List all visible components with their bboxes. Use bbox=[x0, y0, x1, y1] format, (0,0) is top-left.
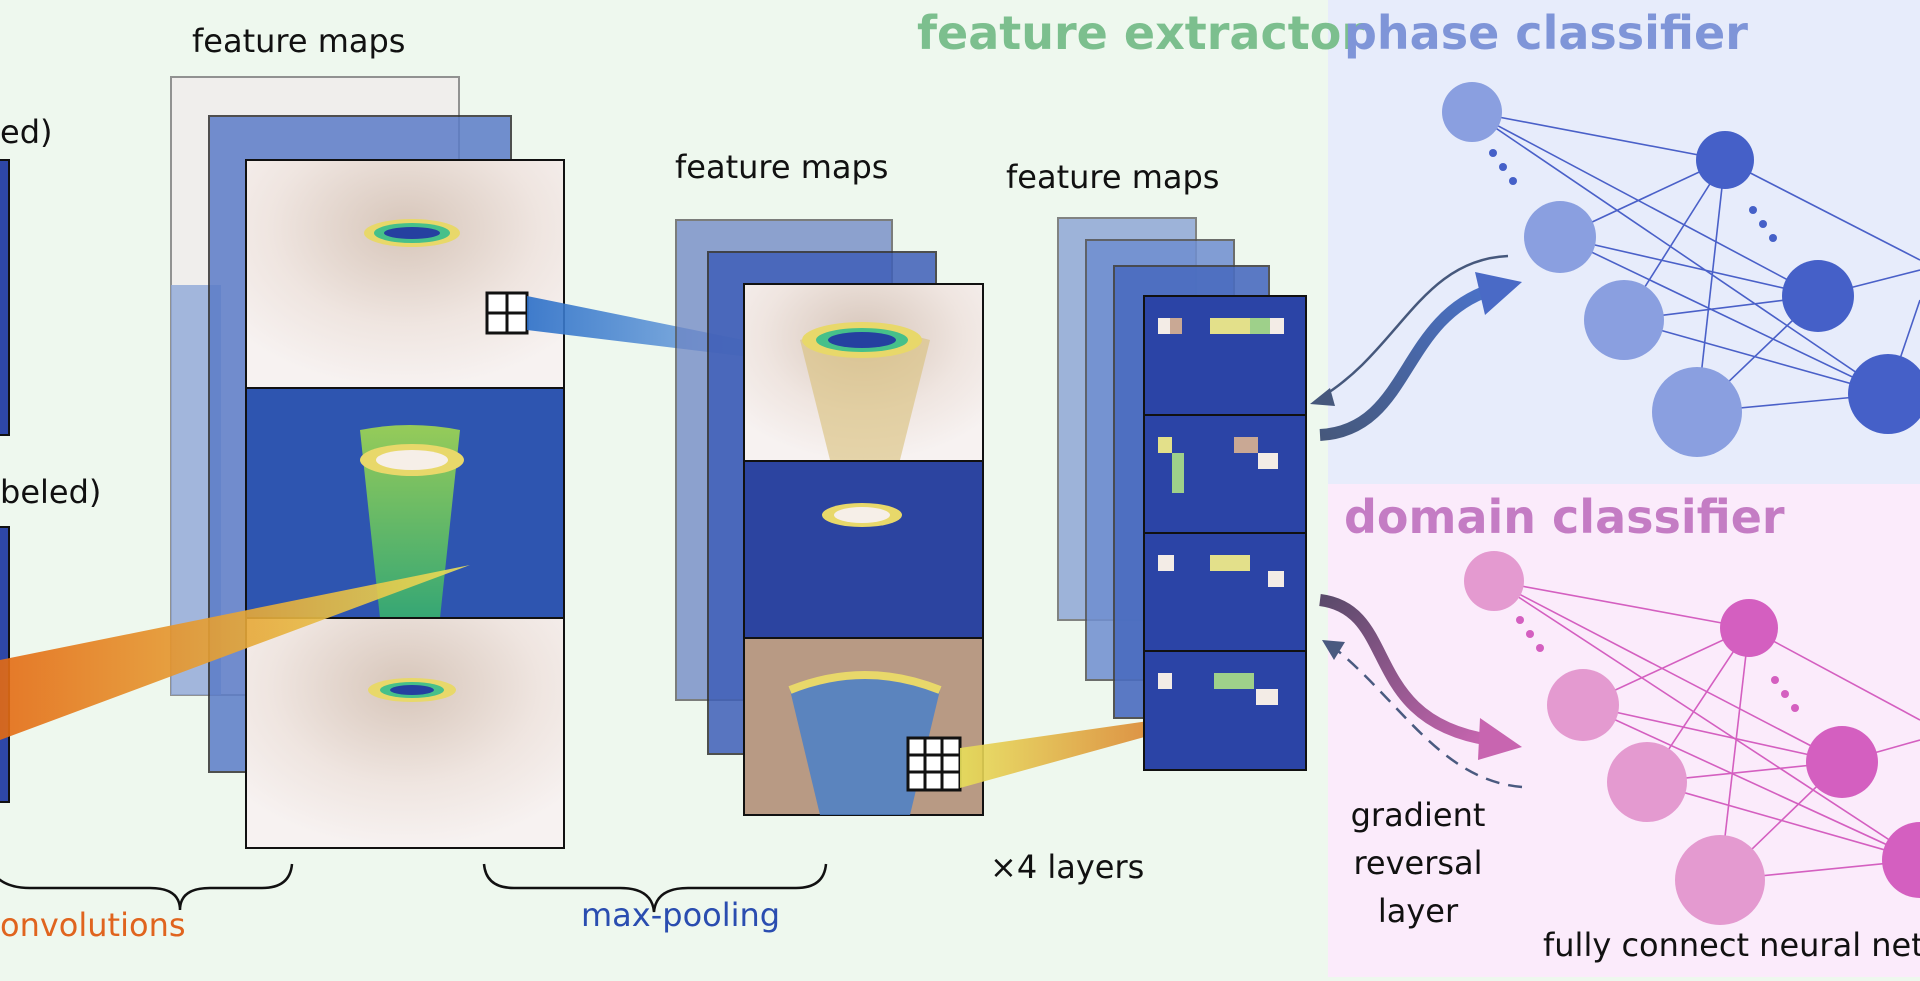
phase-forward-arrow bbox=[1319, 272, 1522, 441]
conv-feature-map-stack bbox=[170, 76, 565, 849]
max-pooling-label: max-pooling bbox=[581, 896, 781, 934]
phase-classifier-panel bbox=[1328, 0, 1920, 484]
convolutions-brace bbox=[0, 863, 294, 911]
input-labeled-label: ed) bbox=[0, 113, 53, 151]
gradient-reversal-line1: gradient bbox=[1350, 796, 1486, 834]
domain-forward-arrow bbox=[1319, 594, 1522, 760]
pooling-feature-map-stack bbox=[675, 219, 984, 816]
phase-backward-arrow bbox=[1310, 254, 1509, 406]
feature-maps-label-3: feature maps bbox=[1006, 158, 1220, 196]
feature-maps-label-2: feature maps bbox=[675, 148, 889, 186]
deep-feature-map-stack bbox=[1057, 217, 1307, 771]
phase-classifier-network bbox=[1442, 82, 1920, 457]
gradient-reversal-arrow bbox=[1322, 640, 1523, 789]
gradient-reversal-line2: reversal bbox=[1353, 844, 1483, 882]
x4-layers-label: ×4 layers bbox=[990, 848, 1145, 886]
domain-classifier-title: domain classifier bbox=[1344, 490, 1785, 544]
input-conv-beam bbox=[0, 565, 470, 740]
convolutions-label: onvolutions bbox=[0, 906, 186, 944]
phase-classifier-title: phase classifier bbox=[1344, 6, 1748, 60]
feature-extractor-title: feature extractor bbox=[917, 6, 1365, 60]
domain-classifier-panel bbox=[1328, 484, 1920, 977]
max-pooling-brace bbox=[482, 863, 828, 913]
gradient-reversal-line3: layer bbox=[1377, 892, 1459, 930]
feature-maps-label-1: feature maps bbox=[192, 22, 406, 60]
fcnn-label: fully connect neural net bbox=[1543, 926, 1920, 964]
input-image-labeled bbox=[0, 159, 10, 436]
domain-classifier-network bbox=[1464, 551, 1920, 925]
input-unlabeled-label: beled) bbox=[0, 473, 102, 511]
